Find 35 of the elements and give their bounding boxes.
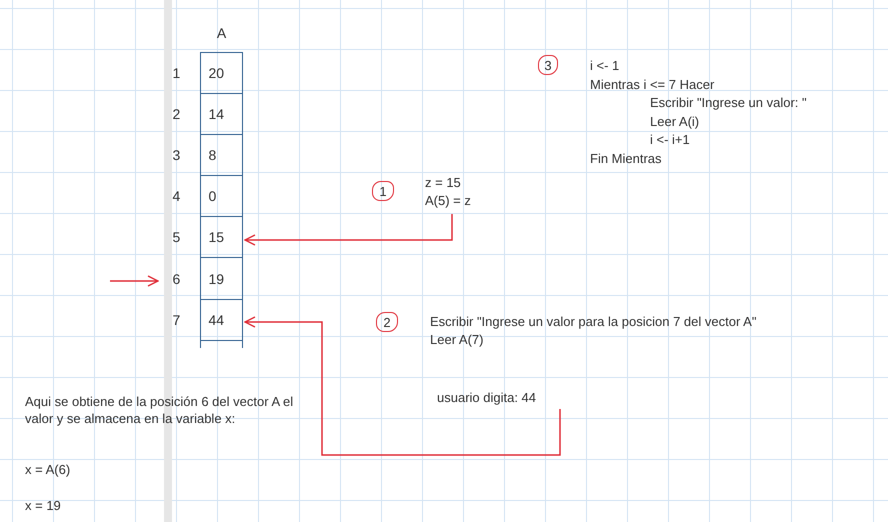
arrow [244,316,561,456]
code-line: A(5) = z [425,192,472,210]
callout-number: 2 [376,312,398,332]
code-line: i <- i+1 [649,131,691,149]
callout-number: 3 [538,55,558,75]
arrow [244,214,453,246]
row-index: 3 [172,146,180,163]
code-line: z = 15 [425,174,462,192]
code-line: Escribir "Ingrese un valor para la posicion 7 del vector A" [430,313,758,331]
row-index: 7 [172,312,180,328]
row-index: 6 [172,270,180,287]
code-line: Leer A(7) [430,331,484,349]
arrow [110,275,159,287]
cell-value: 15 [208,229,224,246]
cell-value: 20 [208,64,224,81]
cell-value: 14 [208,106,224,122]
row-index: 5 [172,229,180,246]
code-line: usuario digita: 44 [437,389,538,407]
cell-value: 44 [208,312,224,328]
row-index: 1 [172,64,180,81]
note-text: x = A(6) [25,461,70,478]
code-line: Mientras i <= 7 Hacer [590,76,716,94]
column-heading: A [216,25,228,41]
cell-value: 8 [208,146,216,163]
code-line: Escribir "Ingrese un valor: " [649,94,808,112]
note-text: x = 19 [25,497,61,514]
note-text: Aqui se obtiene de la posición 6 del vector A el valor y se almacena en la variable x: [25,393,294,427]
code-line: Leer A(i) [649,112,700,131]
cell-value: 0 [208,188,216,204]
code-line: i <- 1 [590,57,620,75]
code-line: Fin Mientras [590,150,663,168]
row-index: 4 [172,188,180,204]
cell-value: 19 [208,270,224,287]
row-index: 2 [172,106,180,122]
callout-number: 1 [372,181,394,201]
